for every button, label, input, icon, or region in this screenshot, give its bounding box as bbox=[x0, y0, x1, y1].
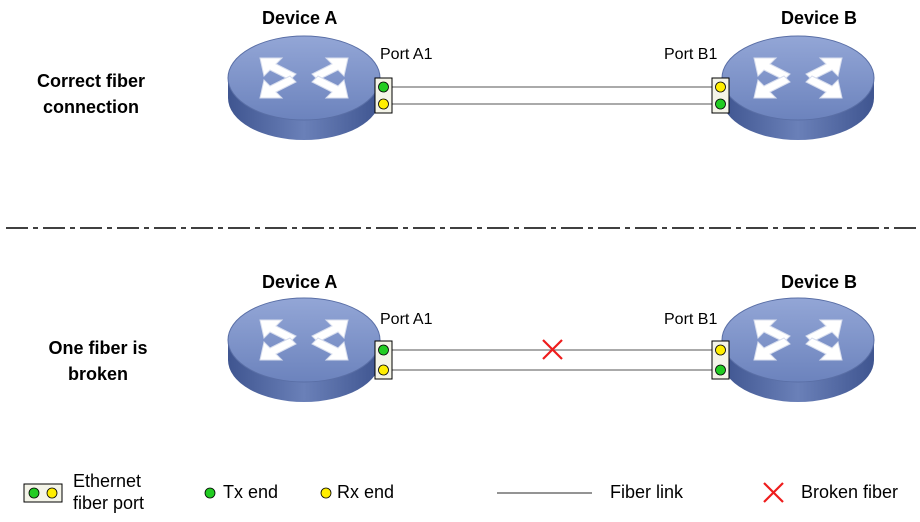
legend-tx-label: Tx end bbox=[223, 482, 279, 502]
port-b1-box bbox=[711, 77, 730, 114]
legend-broken-label: Broken fiber bbox=[801, 482, 899, 502]
port-b1-label: Port B1 bbox=[664, 311, 718, 328]
legend-tx-dot bbox=[204, 487, 216, 499]
broken-fiber-icon bbox=[542, 339, 563, 360]
tx-dot bbox=[715, 364, 726, 376]
tx-dot bbox=[715, 98, 726, 110]
tx-dot bbox=[378, 81, 389, 93]
port-b1-box bbox=[711, 340, 730, 380]
device-a-label: Device A bbox=[262, 8, 338, 28]
device-b-icon bbox=[721, 297, 875, 402]
port-a1-label: Port A1 bbox=[380, 46, 433, 63]
legend-broken-icon bbox=[763, 482, 784, 503]
scenario-title: Correct fiber connection bbox=[36, 71, 146, 117]
rx-dot bbox=[378, 98, 389, 110]
legend-fiber-label: Fiber link bbox=[610, 482, 684, 502]
rx-dot bbox=[378, 364, 389, 376]
legend-rx-dot bbox=[320, 487, 332, 499]
rx-dot bbox=[715, 344, 726, 356]
device-b-label: Device B bbox=[781, 272, 858, 292]
legend-rx-label: Rx end bbox=[337, 482, 395, 502]
device-b-icon bbox=[721, 35, 875, 140]
legend-port-icon bbox=[23, 483, 63, 503]
device-a-label: Device A bbox=[262, 272, 338, 292]
rx-dot bbox=[715, 81, 726, 93]
port-a1-box bbox=[374, 340, 393, 380]
port-a1-label: Port A1 bbox=[380, 311, 433, 328]
tx-dot bbox=[378, 344, 389, 356]
device-a-icon bbox=[227, 35, 381, 140]
legend-port-label: Ethernet fiber port bbox=[73, 471, 145, 513]
port-b1-label: Port B1 bbox=[664, 46, 718, 63]
device-b-label: Device B bbox=[781, 8, 858, 28]
device-a-icon bbox=[227, 297, 381, 402]
scenario-title: One fiber is broken bbox=[48, 338, 148, 384]
port-a1-box bbox=[374, 77, 393, 114]
